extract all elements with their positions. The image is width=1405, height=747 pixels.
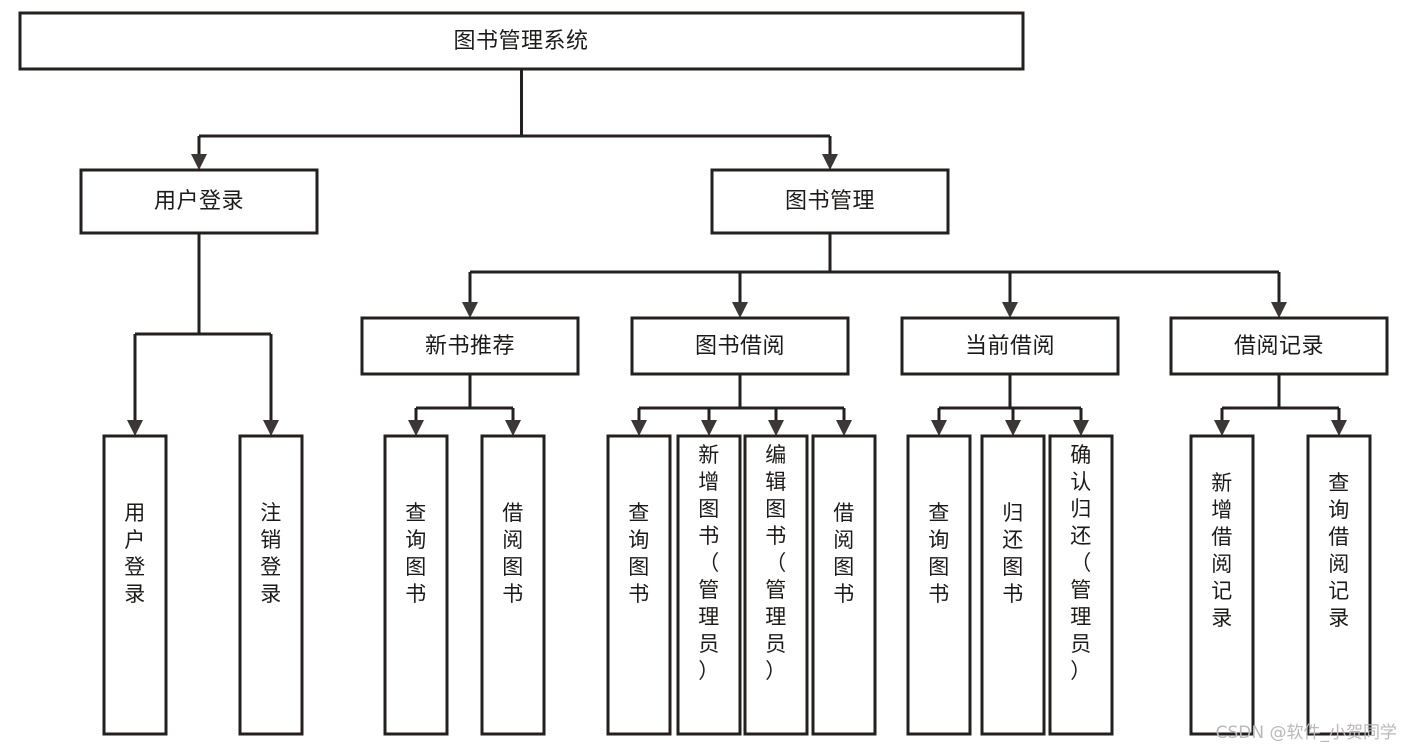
leaf-node-add-book-admin[interactable]: 新增图书（管理员） [676, 434, 742, 736]
arrow-user-login-l2 [263, 420, 279, 436]
node-book-borrow-label: 图书借阅 [695, 334, 785, 359]
node-current-borrow-box[interactable] [900, 316, 1120, 376]
leaf-node-edit-book-admin-box[interactable] [743, 434, 809, 736]
arrow-book-borrow-l2 [701, 420, 717, 436]
leaf-node-user-login[interactable]: 用户登录 [102, 434, 168, 736]
leaf-node-borrow-book-recommend-box[interactable] [480, 434, 546, 736]
node-borrow-record-label: 借阅记录 [1234, 334, 1324, 359]
leaf-node-query-book-borrow[interactable]: 查询图书 [606, 434, 672, 736]
leaf-node-confirm-return-admin-box[interactable] [1048, 434, 1114, 736]
leaf-node-query-borrow-record-label: 查询借阅记录 [1328, 471, 1350, 630]
leaf-node-return-book-label: 归还图书 [1002, 501, 1024, 606]
leaf-node-edit-book-admin-label: 编辑图书（管理员） [765, 443, 787, 683]
leaf-node-return-book[interactable]: 归还图书 [980, 434, 1046, 736]
arrow-current-borrow-l2 [1005, 420, 1021, 436]
node-root-system-box[interactable] [18, 11, 1025, 71]
leaf-node-add-borrow-record-box[interactable] [1189, 434, 1255, 736]
arrow-root-to-user-login [191, 154, 207, 170]
node-current-borrow[interactable]: 当前借阅 [900, 316, 1120, 376]
arrow-book-borrow-l1 [631, 420, 647, 436]
node-root-system-label: 图书管理系统 [453, 29, 588, 54]
node-borrow-record[interactable]: 借阅记录 [1169, 316, 1389, 376]
leaf-node-confirm-return-admin[interactable]: 确认归还（管理员） [1048, 434, 1114, 736]
node-book-borrow-box[interactable] [630, 316, 850, 376]
leaf-node-query-book-borrow-box[interactable] [606, 434, 672, 736]
leaf-node-return-book-box[interactable] [980, 434, 1046, 736]
leaf-node-borrow-book-box[interactable] [811, 434, 877, 736]
connector-group-root [191, 69, 838, 170]
connector-group-current-borrow [931, 374, 1089, 436]
leaf-node-add-book-admin-label: 新增图书（管理员） [698, 443, 720, 683]
node-user-login-box[interactable] [79, 168, 319, 235]
arrow-current-borrow-l3 [1073, 420, 1089, 436]
node-book-management[interactable]: 图书管理 [710, 168, 950, 235]
node-book-management-label: 图书管理 [785, 189, 875, 214]
leaf-node-add-book-admin-box[interactable] [676, 434, 742, 736]
leaf-node-add-borrow-record-label: 新增借阅记录 [1211, 471, 1233, 630]
node-new-book-recommend-label: 新书推荐 [425, 334, 515, 359]
node-book-management-box[interactable] [710, 168, 950, 235]
leaf-node-borrow-book-recommend[interactable]: 借阅图书 [480, 434, 546, 736]
arrow-book-mgmt-c2 [732, 302, 748, 318]
leaf-node-query-borrow-record[interactable]: 查询借阅记录 [1306, 434, 1372, 736]
arrow-root-to-book-mgmt [822, 154, 838, 170]
connector-group-user-login [127, 233, 279, 436]
leaf-node-borrow-book[interactable]: 借阅图书 [811, 434, 877, 736]
node-user-login[interactable]: 用户登录 [79, 168, 319, 235]
node-root-system[interactable]: 图书管理系统 [18, 11, 1025, 71]
leaf-node-edit-book-admin[interactable]: 编辑图书（管理员） [743, 434, 809, 736]
leaf-node-user-login-label: 用户登录 [124, 501, 146, 606]
arrow-book-borrow-l4 [836, 420, 852, 436]
csdn-watermark: CSDN @软件_小贺同学 [1215, 723, 1397, 743]
leaf-node-logout[interactable]: 注销登录 [238, 434, 304, 736]
arrow-borrow-record-l2 [1331, 420, 1347, 436]
node-user-login-label: 用户登录 [154, 189, 244, 214]
node-new-book-recommend-box[interactable] [360, 316, 580, 376]
leaf-node-query-book-recommend[interactable]: 查询图书 [383, 434, 449, 736]
leaf-node-query-book-borrow-label: 查询图书 [628, 501, 650, 606]
connector-group-book-mgmt [462, 233, 1287, 318]
node-borrow-record-box[interactable] [1169, 316, 1389, 376]
arrow-book-mgmt-c1 [462, 302, 478, 318]
leaf-node-borrow-book-recommend-label: 借阅图书 [502, 501, 524, 606]
leaf-node-user-login-box[interactable] [102, 434, 168, 736]
leaf-node-logout-label: 注销登录 [260, 501, 282, 606]
connector-group-borrow-record [1214, 374, 1347, 436]
leaf-node-query-book-recommend-box[interactable] [383, 434, 449, 736]
arrow-borrow-record-l1 [1214, 420, 1230, 436]
leaf-node-borrow-book-label: 借阅图书 [833, 501, 855, 606]
connector-group-book-borrow [631, 374, 852, 436]
node-book-borrow[interactable]: 图书借阅 [630, 316, 850, 376]
node-current-borrow-label: 当前借阅 [965, 334, 1055, 359]
arrow-book-mgmt-c4 [1271, 302, 1287, 318]
arrow-user-login-l1 [127, 420, 143, 436]
arrow-book-borrow-l3 [768, 420, 784, 436]
leaf-node-query-book-current-box[interactable] [906, 434, 972, 736]
arrow-book-mgmt-c3 [1002, 302, 1018, 318]
arrow-new-book-l2 [505, 420, 521, 436]
leaf-node-logout-box[interactable] [238, 434, 304, 736]
leaf-node-add-borrow-record[interactable]: 新增借阅记录 [1189, 434, 1255, 736]
leaf-node-query-book-current-label: 查询图书 [928, 501, 950, 606]
node-new-book-recommend[interactable]: 新书推荐 [360, 316, 580, 376]
arrow-current-borrow-l1 [931, 420, 947, 436]
leaf-node-confirm-return-admin-label: 确认归还（管理员） [1070, 443, 1092, 683]
leaf-node-query-book-recommend-label: 查询图书 [405, 501, 427, 606]
connector-group-new-book [408, 374, 521, 436]
leaf-node-query-borrow-record-box[interactable] [1306, 434, 1372, 736]
leaf-node-query-book-current[interactable]: 查询图书 [906, 434, 972, 736]
arrow-new-book-l1 [408, 420, 424, 436]
